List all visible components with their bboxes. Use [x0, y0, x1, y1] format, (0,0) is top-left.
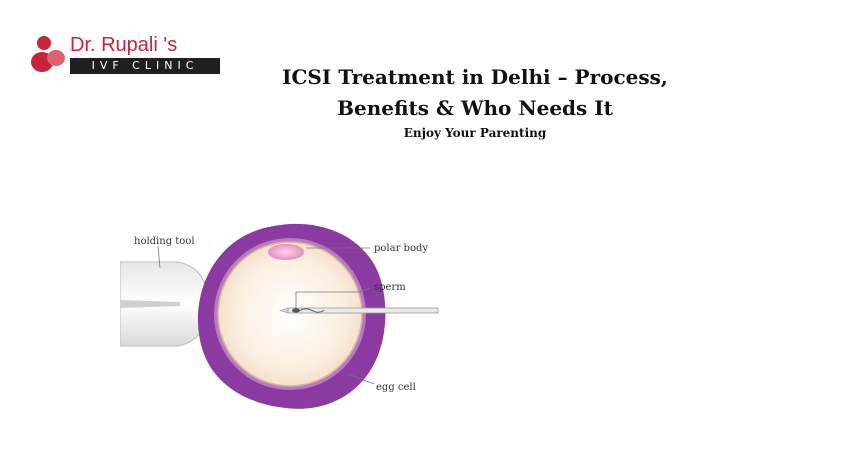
sperm-leader — [295, 287, 371, 308]
egg-cell-leader — [347, 373, 375, 385]
article-title: ICSI Treatment in Delhi – Process, Benef… — [250, 62, 700, 124]
holding-tool-leader — [157, 245, 161, 269]
article-title-line2: Benefits & Who Needs It — [337, 96, 613, 120]
clinic-logo-tagline: IVF CLINIC — [70, 58, 220, 74]
clinic-logo-icon — [30, 34, 68, 76]
polar-body — [268, 244, 304, 260]
holding-tool-pipette — [120, 261, 209, 347]
label-sperm: sperm — [374, 282, 406, 293]
label-polar-body: polar body — [374, 243, 428, 254]
clinic-logo-name: Dr. Rupali 's — [70, 34, 178, 56]
clinic-logo[interactable]: Dr. Rupali 's IVF CLINIC — [30, 34, 220, 78]
article-header: ICSI Treatment in Delhi – Process, Benef… — [250, 62, 700, 141]
article-subtitle: Enjoy Your Parenting — [403, 126, 547, 140]
sperm-cell — [292, 308, 325, 313]
label-holding-tool: holding tool — [134, 236, 195, 247]
egg-cell — [197, 223, 386, 409]
label-egg-cell: egg cell — [376, 382, 416, 393]
article-title-line1: ICSI Treatment in Delhi – Process, — [282, 65, 668, 89]
icsi-diagram: holding tool polar body sperm egg cell — [120, 218, 440, 418]
injection-pipette — [278, 307, 439, 314]
